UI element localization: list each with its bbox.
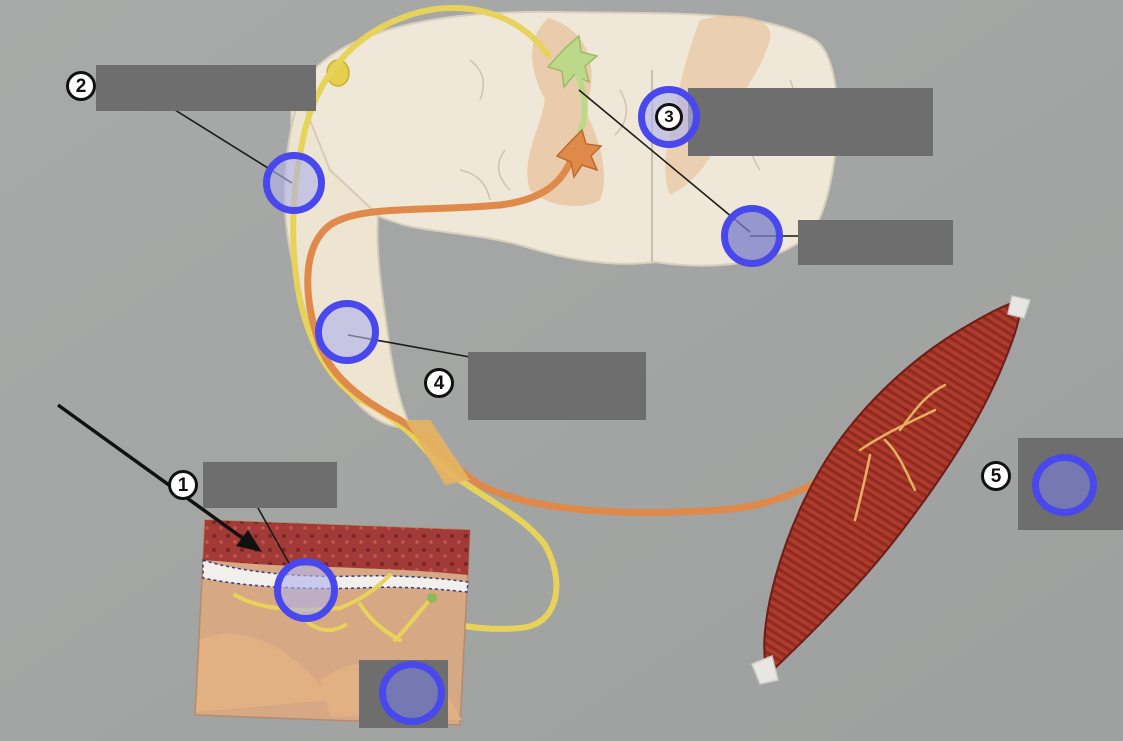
number-badge-1: 1 — [168, 470, 198, 500]
hotspot-skin[interactable] — [379, 661, 445, 725]
label-box-interneuron[interactable] — [798, 220, 953, 265]
number-badge-5: 5 — [981, 461, 1011, 491]
number-badge-4: 4 — [424, 368, 454, 398]
hotspot-receptor[interactable] — [274, 558, 338, 622]
label-box-4[interactable] — [468, 352, 646, 420]
hotspot-interneuron[interactable] — [721, 205, 783, 267]
motor-neuron — [304, 128, 874, 516]
hotspot-motor-axon[interactable] — [315, 300, 379, 364]
label-box-3[interactable] — [688, 88, 933, 156]
hotspot-dorsal-root[interactable] — [263, 152, 325, 214]
label-box-1[interactable] — [203, 462, 337, 508]
number-badge-3: 3 — [655, 103, 683, 131]
number-badge-2: 2 — [66, 71, 96, 101]
label-box-2[interactable] — [96, 65, 316, 111]
hotspot-3[interactable]: 3 — [638, 86, 700, 148]
muscle-illustration — [751, 295, 1031, 685]
hotspot-effector[interactable] — [1032, 454, 1097, 516]
pointer-arrow — [56, 403, 262, 552]
